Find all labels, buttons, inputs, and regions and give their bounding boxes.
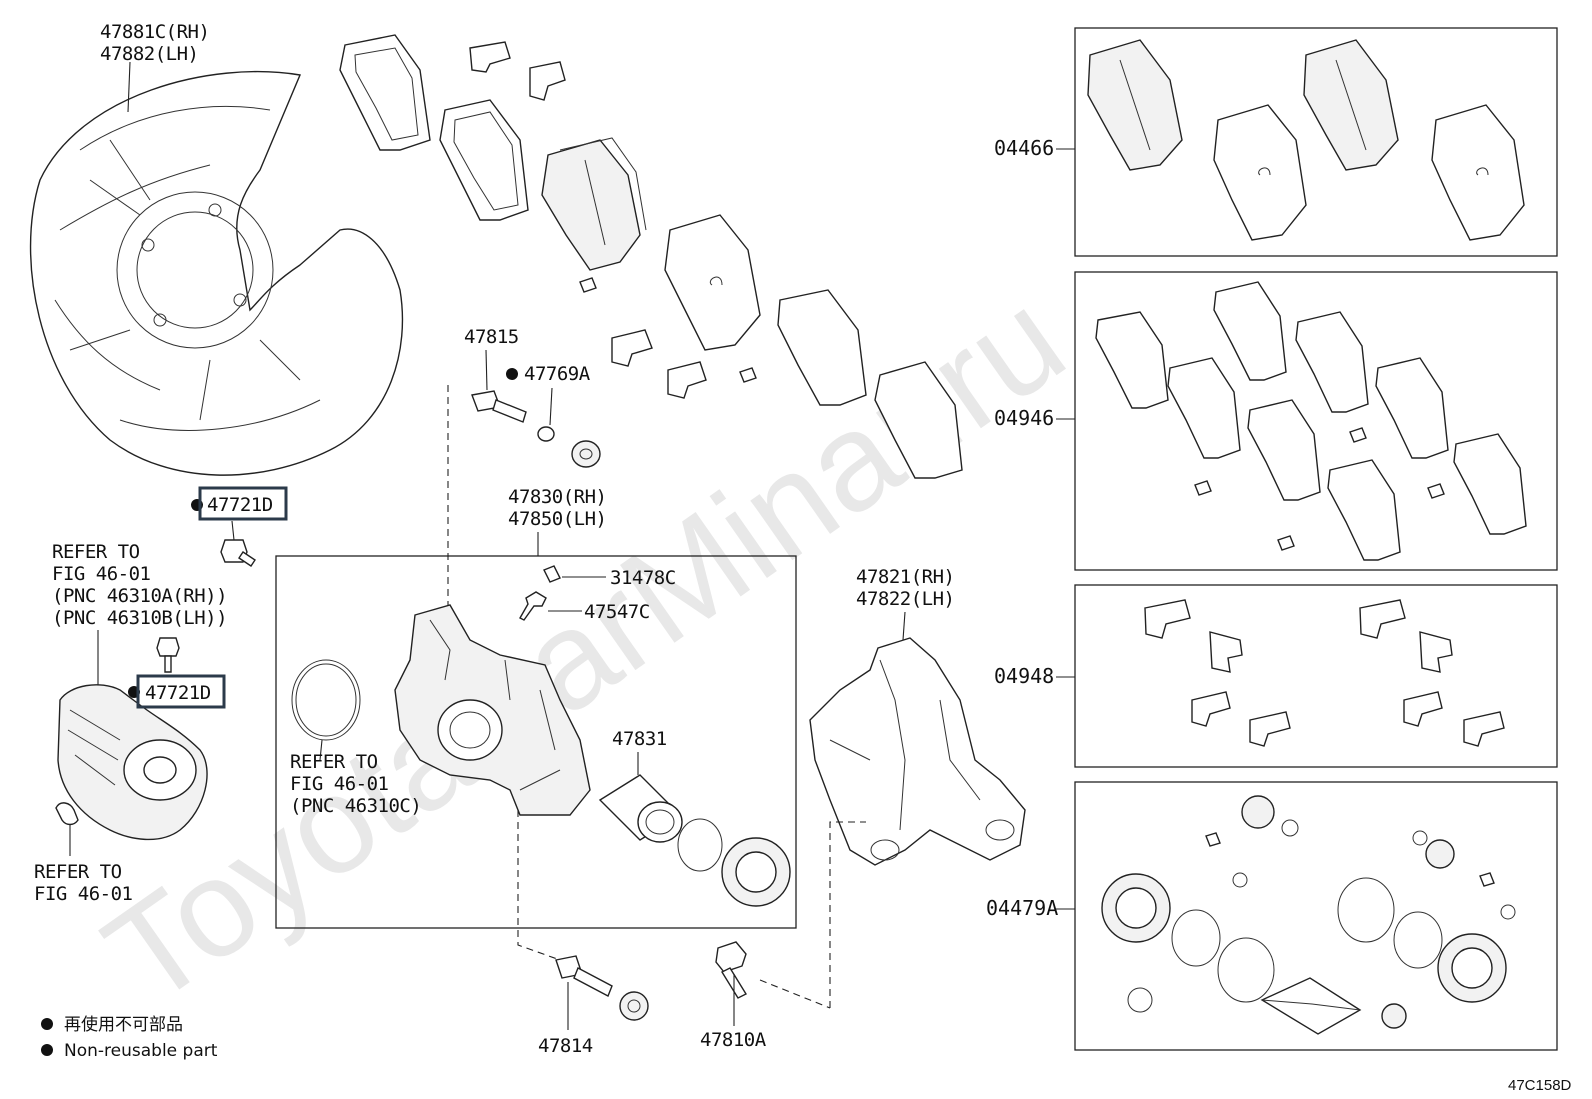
kit-clip-part[interactable] bbox=[1194, 427, 1445, 551]
bolt-label-bottom[interactable]: 47721D bbox=[145, 682, 211, 704]
refer-seal-line2: FIG 46-01 bbox=[290, 773, 389, 795]
refer-actuator-line4: (PNC 46310B(LH)) bbox=[52, 607, 227, 629]
cylinder-boot-part[interactable] bbox=[721, 837, 791, 907]
legend-en: Non-reusable part bbox=[64, 1041, 218, 1061]
pad-support-plate-part[interactable] bbox=[611, 329, 707, 399]
parking-brake-actuator-part[interactable] bbox=[57, 684, 208, 841]
connector-part[interactable] bbox=[55, 802, 79, 826]
cylinder-label-rh: 47830(RH) bbox=[508, 486, 606, 508]
kit-code-seals[interactable]: 04479A bbox=[986, 896, 1058, 920]
dust-cover-label-rh: 47881C(RH) bbox=[100, 21, 209, 43]
cylinder-assembly-box bbox=[275, 555, 797, 929]
cylinder-label-lh: 47850(LH) bbox=[508, 508, 606, 530]
slide-pin-bottom-part[interactable] bbox=[555, 955, 613, 997]
piston-seal-part[interactable] bbox=[677, 818, 723, 872]
kit-box-pads bbox=[1074, 27, 1558, 257]
kit-code-shims[interactable]: 04946 bbox=[994, 406, 1054, 430]
bolt-label-highlight-top bbox=[198, 486, 288, 521]
kit-seal-part[interactable] bbox=[1101, 795, 1516, 1035]
cylinder-seal-part[interactable] bbox=[291, 659, 361, 741]
anti-squeal-shim-part[interactable] bbox=[339, 34, 431, 151]
pin-boot-bottom-part[interactable] bbox=[619, 991, 649, 1021]
kit-plate-part[interactable] bbox=[1144, 599, 1505, 747]
dust-cover-part[interactable] bbox=[29, 70, 404, 476]
kit-shim-part[interactable] bbox=[1295, 311, 1369, 413]
kit-shim-part[interactable] bbox=[1327, 459, 1401, 561]
dust-cover-label-lh: 47882(LH) bbox=[100, 43, 198, 65]
caliper-cylinder-part[interactable] bbox=[394, 604, 591, 816]
disc-brake-pad-part[interactable] bbox=[541, 137, 647, 293]
pin-top-boot-label: 47769A bbox=[524, 363, 591, 385]
bleeder-cap-part[interactable] bbox=[543, 565, 561, 583]
kit-shim-part[interactable] bbox=[1453, 433, 1527, 535]
mounting-bolt-label: 47810A bbox=[700, 1029, 767, 1051]
kit-box-plates bbox=[1074, 584, 1558, 768]
bolt-label-top[interactable]: 47721D bbox=[207, 494, 273, 516]
kit-box-seals bbox=[1074, 781, 1558, 1051]
bolt-part-middle[interactable] bbox=[156, 637, 180, 673]
disc-brake-pad-part[interactable] bbox=[664, 214, 761, 383]
refer-bottom-line2: FIG 46-01 bbox=[34, 883, 133, 905]
non-reusable-marker bbox=[506, 368, 518, 380]
kit-pad-part[interactable] bbox=[1087, 39, 1183, 171]
kit-shim-part[interactable] bbox=[1167, 357, 1241, 459]
pin-top-label: 47815 bbox=[464, 326, 519, 348]
kit-shim-part[interactable] bbox=[1095, 311, 1169, 409]
kit-code-plates[interactable]: 04948 bbox=[994, 664, 1054, 688]
legend-dot-icon bbox=[41, 1018, 53, 1030]
refer-seal-line1: REFER TO bbox=[290, 751, 378, 773]
anti-squeal-shim-part[interactable] bbox=[439, 99, 529, 221]
kit-pad-part[interactable] bbox=[1303, 39, 1399, 171]
bleeder-plug-part[interactable] bbox=[519, 591, 547, 621]
kit-shim-part[interactable] bbox=[1375, 357, 1449, 459]
refer-actuator-line3: (PNC 46310A(RH)) bbox=[52, 585, 227, 607]
refer-actuator-line1: REFER TO bbox=[52, 541, 140, 563]
anti-squeal-shim-part[interactable] bbox=[874, 361, 963, 479]
slide-pin-top-part[interactable] bbox=[471, 390, 527, 423]
legend-jp: 再使用不可部品 bbox=[64, 1014, 183, 1035]
kit-pad-part[interactable] bbox=[1431, 104, 1525, 241]
bleeder-cap-label: 31478C bbox=[610, 567, 676, 589]
refer-seal-line3: (PNC 46310C) bbox=[290, 795, 421, 817]
bolt-part-top[interactable] bbox=[220, 539, 256, 567]
refer-actuator-line2: FIG 46-01 bbox=[52, 563, 151, 585]
piston-label: 47831 bbox=[612, 728, 667, 750]
bleeder-plug-label: 47547C bbox=[584, 601, 650, 623]
kit-box-shims bbox=[1074, 271, 1558, 571]
pad-clip-part[interactable] bbox=[469, 41, 566, 101]
pin-bottom-label: 47814 bbox=[538, 1035, 593, 1057]
kit-shim-part[interactable] bbox=[1247, 399, 1321, 501]
kit-pad-part[interactable] bbox=[1213, 104, 1307, 241]
refer-bottom-line1: REFER TO bbox=[34, 861, 122, 883]
mounting-label-rh: 47821(RH) bbox=[856, 566, 954, 588]
piston-part[interactable] bbox=[598, 774, 683, 843]
legend-dot-icon bbox=[41, 1044, 53, 1056]
pin-boot-top-part[interactable] bbox=[537, 426, 601, 468]
caliper-mounting-part[interactable] bbox=[809, 637, 1026, 866]
mounting-label-lh: 47822(LH) bbox=[856, 588, 954, 610]
kit-code-pads[interactable]: 04466 bbox=[994, 136, 1054, 160]
figure-code: 47C158D bbox=[1508, 1077, 1572, 1094]
bolt-label-highlight-bottom bbox=[136, 674, 226, 709]
mounting-bolt-part[interactable] bbox=[715, 941, 747, 999]
anti-squeal-shim-part[interactable] bbox=[777, 289, 867, 406]
kit-shim-part[interactable] bbox=[1213, 281, 1287, 381]
